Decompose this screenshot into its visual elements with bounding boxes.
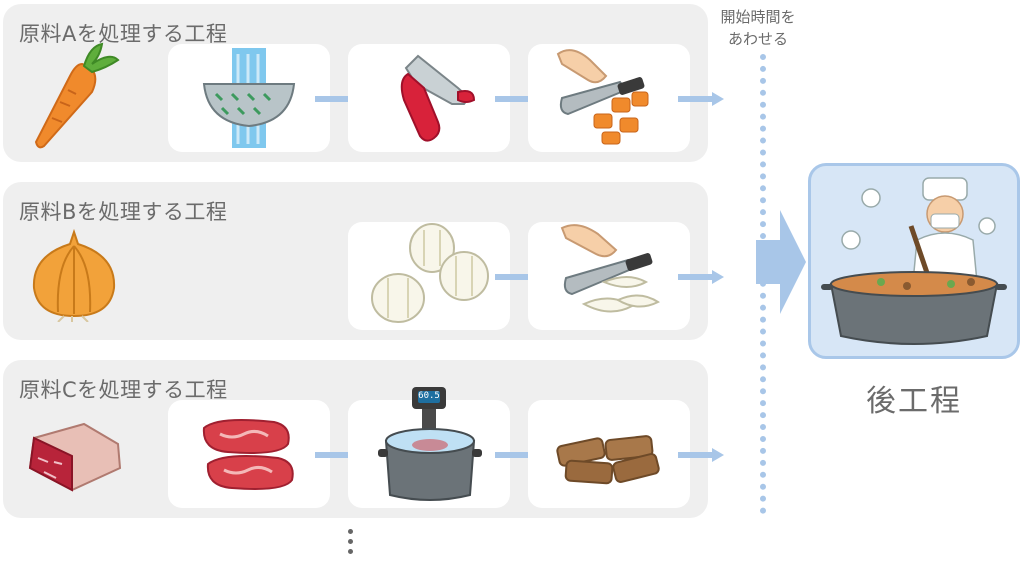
big-arrow-to-post-process	[756, 210, 806, 314]
step-card-b3	[528, 222, 690, 330]
sync-label-line1: 開始時間を	[720, 8, 796, 26]
onion-icon	[32, 228, 116, 322]
arrow-b2	[678, 270, 724, 284]
step-card-b2	[348, 222, 510, 330]
arrow-c3	[678, 448, 724, 462]
peeler-icon	[400, 54, 476, 142]
sliced-beef-icon	[202, 419, 294, 490]
chef-stirring-pot-icon	[821, 177, 1007, 345]
step-card-a3	[528, 44, 690, 152]
knife-cutting-carrot-icon	[556, 49, 649, 145]
cooked-beef-cubes-icon	[556, 435, 660, 485]
post-process-box	[808, 163, 1020, 359]
knife-cutting-onion-icon	[560, 224, 660, 313]
step-card-c1	[168, 400, 330, 508]
process-a-title: 原料Aを処理する工程	[19, 22, 228, 46]
carrot-icon	[34, 42, 120, 149]
sync-start-time-label: 開始時間を あわせる	[702, 6, 814, 50]
process-c-title: 原料Cを処理する工程	[19, 378, 228, 402]
step-card-a2	[348, 44, 510, 152]
colander-washing-icon	[202, 48, 296, 148]
sync-label-line2: あわせる	[727, 30, 788, 48]
sous-vide-pot-icon	[378, 387, 482, 501]
peeled-onions-icon	[371, 223, 489, 323]
arrow-a3	[678, 92, 724, 106]
step-card-a1	[168, 44, 330, 152]
step-card-c3	[528, 400, 690, 508]
process-b-title: 原料Bを処理する工程	[19, 200, 228, 224]
more-processes-ellipsis	[348, 529, 353, 559]
beef-block-icon	[28, 422, 122, 492]
thermometer-display: 60.5	[418, 391, 440, 401]
post-process-label: 後工程	[866, 384, 962, 419]
